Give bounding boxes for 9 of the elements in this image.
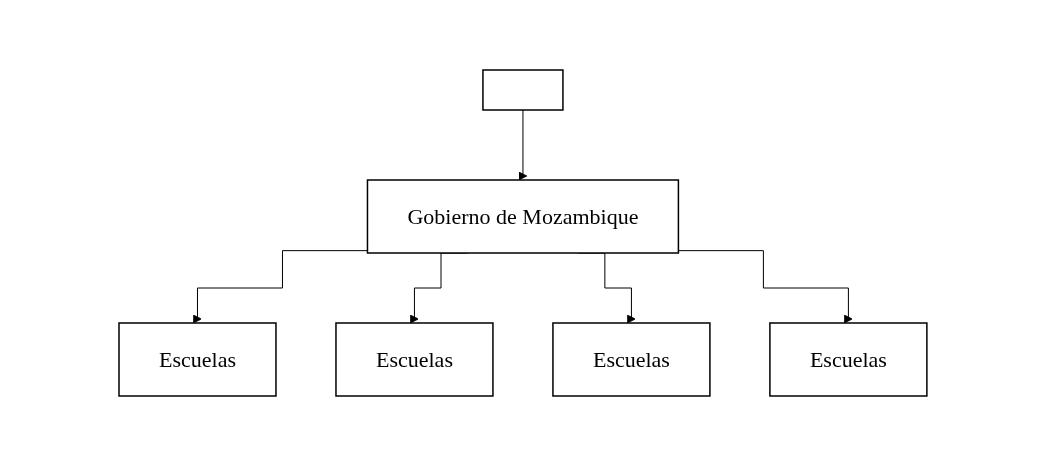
arrow — [192, 250, 368, 324]
arrow — [518, 109, 527, 181]
node-box: Gobierno de Mozambique — [366, 179, 679, 254]
node-box: Escuelas — [334, 322, 494, 397]
node-box: Escuelas — [117, 322, 277, 397]
node-box: Escuelas — [768, 322, 928, 397]
node-box — [481, 69, 564, 111]
arrow — [677, 250, 853, 324]
node-box: Escuelas — [551, 322, 711, 397]
